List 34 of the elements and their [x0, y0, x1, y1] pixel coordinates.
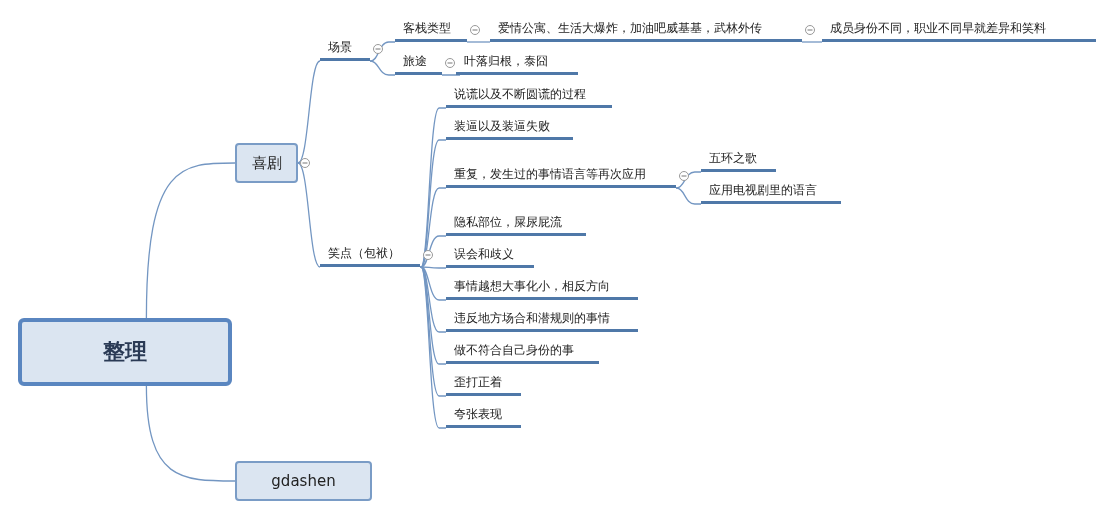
connector-line	[419, 266, 447, 397]
subtopic-label: 隐私部位，屎尿屁流	[446, 212, 586, 236]
topic-box: 喜剧	[235, 143, 298, 183]
connector-line	[369, 60, 396, 76]
subtopic-label: 夸张表现	[446, 404, 521, 428]
connector-line	[801, 41, 823, 43]
subtopic-label: 笑点（包袱）	[320, 243, 420, 267]
connector-line	[297, 60, 321, 164]
connector-line	[675, 171, 702, 189]
subtopic-label: 装逼以及装逼失败	[446, 116, 573, 140]
subtopic-label: 误会和歧义	[446, 244, 534, 268]
connector-line	[297, 162, 321, 268]
subtopic-label: 应用电视剧里的语言	[701, 180, 841, 204]
root-topic-box: 整理	[18, 318, 232, 386]
subtopic-label: 五环之歌	[701, 148, 776, 172]
connector-line	[466, 41, 491, 43]
subtopic-label: 场景	[320, 37, 370, 61]
subtopic-label: 叶落归根，泰囧	[456, 51, 578, 75]
subtopic-label: 事情越想大事化小，相反方向	[446, 276, 638, 300]
subtopic-label: 成员身份不同，职业不同早就差异和笑料	[822, 18, 1096, 42]
subtopic-label: 违反地方场合和潜规则的事情	[446, 308, 638, 332]
connector-line	[145, 385, 236, 482]
subtopic-label: 客栈类型	[395, 18, 467, 42]
connector-line	[675, 187, 702, 205]
topic-box: gdashen	[235, 461, 372, 501]
subtopic-label: 做不符合自己身份的事	[446, 340, 599, 364]
subtopic-label: 爱情公寓、生活大爆炸，加油吧威基基，武林外传	[490, 18, 802, 42]
subtopic-label: 旅途	[395, 51, 442, 75]
subtopic-label: 说谎以及不断圆谎的过程	[446, 84, 612, 108]
subtopic-label: 重复，发生过的事情语言等再次应用	[446, 164, 676, 188]
subtopic-label: 歪打正着	[446, 372, 521, 396]
connector-line	[145, 162, 236, 319]
connector-line	[419, 266, 447, 429]
connector-line	[441, 74, 461, 76]
